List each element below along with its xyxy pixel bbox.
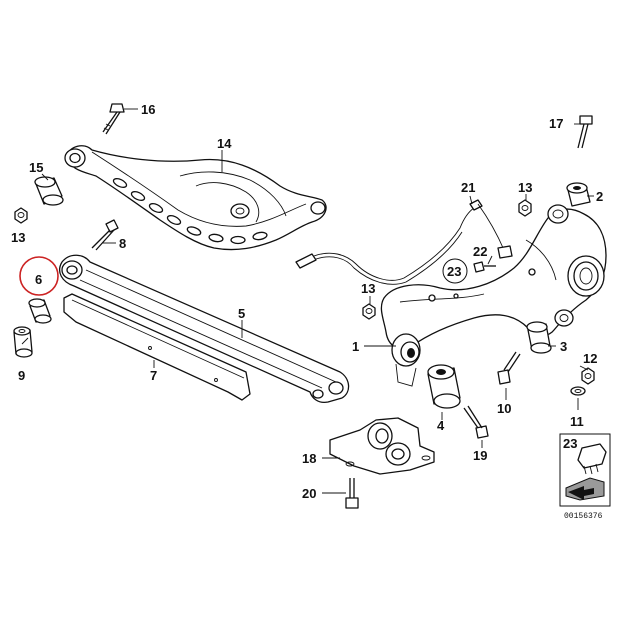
bushing-9: [13, 326, 33, 358]
callout-21: 21: [461, 180, 475, 195]
callout-10: 10: [497, 401, 511, 416]
bolt-17: [577, 115, 593, 149]
bushing-4: [427, 364, 461, 409]
callout-15: 15: [29, 160, 43, 175]
bushing-upper-right: [547, 204, 569, 224]
document-number: 00156376: [564, 512, 603, 521]
callout-5: 5: [238, 306, 245, 321]
control-arm-5: [59, 254, 350, 404]
callout-labels: 16 14 15 13 8 6 9 5 7 21 13 17 2 22 23 1…: [11, 102, 603, 521]
callout-8: 8: [119, 236, 126, 251]
callout-20: 20: [302, 486, 316, 501]
bushing-6: [28, 298, 52, 324]
callout-19: 19: [473, 448, 487, 463]
callout-13-left: 13: [11, 230, 25, 245]
bushing-3: [526, 321, 552, 354]
callout-16: 16: [141, 102, 155, 117]
callout-9: 9: [18, 368, 25, 383]
wheel-carrier-1: [380, 208, 607, 387]
bolt-20: [345, 478, 359, 509]
callout-4: 4: [437, 418, 445, 433]
nut-13-upper: [518, 199, 532, 217]
callout-13-upper: 13: [518, 180, 532, 195]
bolt-19: [463, 405, 489, 439]
bracket-18: [329, 417, 435, 475]
nut-12: [581, 367, 595, 385]
nut-13-middle: [362, 303, 376, 320]
reference-circle-23: [442, 258, 468, 284]
leader-lines: [21, 108, 594, 494]
callout-2: 2: [596, 189, 603, 204]
bushing-15: [34, 176, 64, 206]
callout-23: 23: [447, 264, 461, 279]
callout-14: 14: [217, 136, 232, 151]
bolt-22: [473, 261, 496, 273]
callout-7: 7: [150, 368, 157, 383]
callout-6: 6: [35, 272, 42, 287]
highlight-circle: [19, 256, 59, 296]
callout-23-inset: 23: [563, 436, 577, 451]
callout-17: 17: [549, 116, 563, 131]
inset-detail-box: [559, 433, 611, 507]
callout-18: 18: [302, 451, 316, 466]
bolt-10: [497, 351, 521, 385]
callout-22: 22: [473, 244, 487, 259]
bolt-8: [91, 219, 119, 251]
bolt-16: [102, 103, 125, 135]
bushing-2: [566, 182, 591, 207]
callout-12: 12: [583, 351, 597, 366]
sensor-cable-21: [295, 199, 513, 285]
callout-3: 3: [560, 339, 567, 354]
callout-11: 11: [570, 414, 584, 429]
callout-1: 1: [352, 339, 359, 354]
shield-7: [63, 293, 251, 401]
callout-13-middle: 13: [361, 281, 375, 296]
washer-11: [570, 386, 586, 396]
nut-13-left: [14, 207, 28, 224]
control-arm-14: [64, 145, 327, 251]
